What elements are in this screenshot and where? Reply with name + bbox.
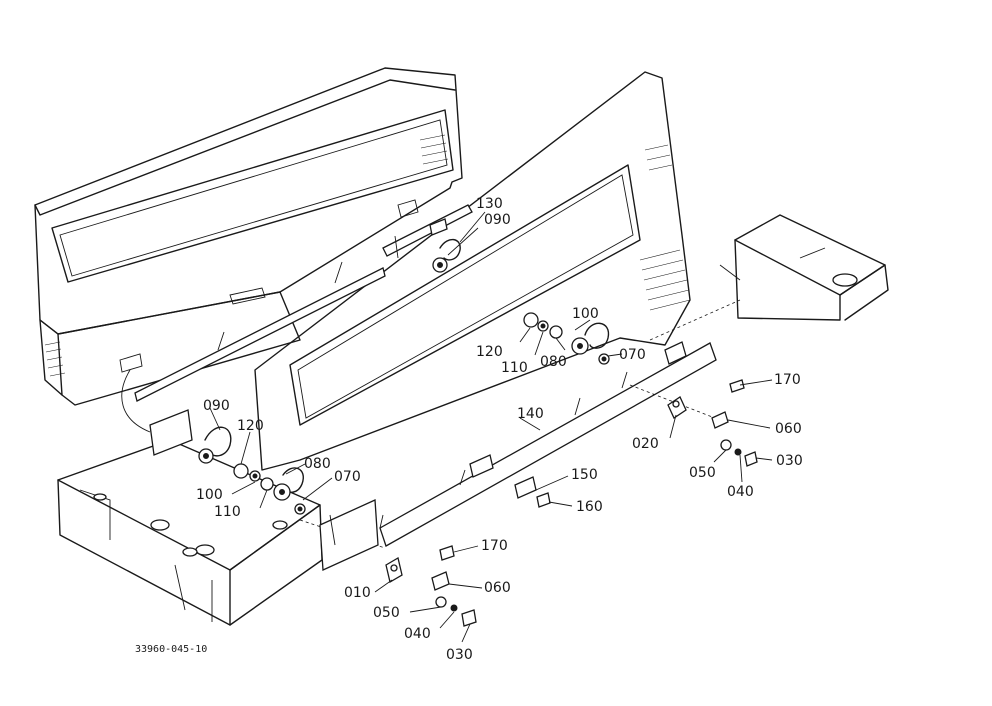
callout-120-left: 120: [237, 418, 264, 434]
callout-150: 150: [571, 467, 598, 483]
left-rail: [134, 261, 386, 402]
left-end-plate: [319, 499, 379, 571]
callout-170-left: 170: [481, 538, 508, 554]
callout-130: 130: [476, 196, 503, 212]
callout-110-left: 110: [214, 504, 241, 520]
callout-160: 160: [576, 499, 603, 515]
body-panel-lower: [254, 71, 691, 471]
callout-030-right: 030: [776, 453, 803, 469]
callout-120-right: 120: [476, 344, 503, 360]
right-fasteners: [667, 379, 758, 467]
right-hinge-stack: [523, 312, 610, 365]
callout-080-left: 080: [304, 456, 331, 472]
callout-090-upper: 090: [484, 212, 511, 228]
upper-hinge-bracket: [382, 204, 473, 273]
left-hinge-assembly: [121, 369, 306, 515]
callout-140: 140: [517, 406, 544, 422]
callout-110-right: 110: [501, 360, 528, 376]
callout-050-left: 050: [373, 605, 400, 621]
rear-panel-upper: [34, 67, 463, 406]
callout-060-left: 060: [484, 580, 511, 596]
leader-lines: [209, 211, 773, 643]
drawing-code: 33960-045-10: [135, 644, 207, 655]
callout-070-left: 070: [334, 469, 361, 485]
callout-060-right: 060: [775, 421, 802, 437]
callout-labels: 130 090 100 120 110 080 070 170 140 060 …: [196, 196, 803, 663]
left-fasteners: [385, 492, 551, 627]
base-box: [57, 439, 323, 626]
callout-090-left: 090: [203, 398, 230, 414]
callout-170-right: 170: [774, 372, 801, 388]
callout-020: 020: [632, 436, 659, 452]
callout-050-right: 050: [689, 465, 716, 481]
callout-070-right: 070: [619, 347, 646, 363]
callout-080-right: 080: [540, 354, 567, 370]
callout-040-right: 040: [727, 484, 754, 500]
right-corner-bracket: [649, 214, 889, 341]
callout-010: 010: [344, 585, 371, 601]
callout-100-left: 100: [196, 487, 223, 503]
callout-040-left: 040: [404, 626, 431, 642]
callout-030-left: 030: [446, 647, 473, 663]
callout-100-right: 100: [572, 306, 599, 322]
